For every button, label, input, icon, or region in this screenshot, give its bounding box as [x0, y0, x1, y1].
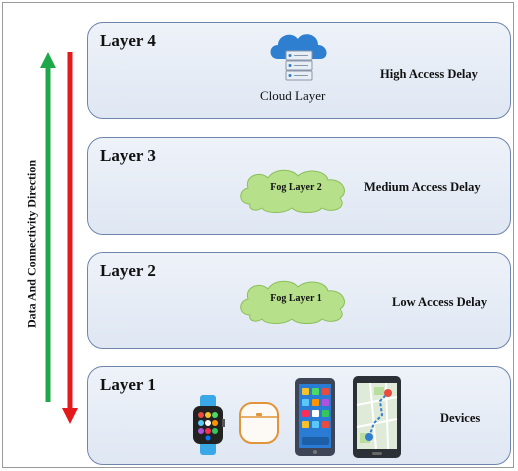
fog-layer-1-node: Fog Layer 1: [236, 277, 356, 325]
layer-3-panel: Layer 3 Fog Layer 2 Medium Access Delay: [87, 137, 511, 235]
layer-4-title: Layer 4: [100, 31, 156, 50]
up-arrow: [40, 52, 56, 402]
fog-cloud-icon: [240, 280, 345, 324]
down-arrow: [62, 52, 78, 424]
layer-4-panel: Layer 4 Cloud Layer High Access Delay: [87, 22, 511, 119]
cloud-server-icon: [270, 34, 327, 81]
diagram-frame: [2, 2, 514, 468]
fog-layer-1-label: Fog Layer 1: [270, 293, 322, 304]
layer-2-panel: Layer 2 Fog Layer 1 Low Access Delay: [87, 252, 511, 349]
fog-cloud-icon: [240, 169, 345, 213]
arrows-svg: [40, 52, 78, 424]
layer-1-title: Layer 1: [100, 375, 156, 394]
layer-3-delay: Medium Access Delay: [364, 180, 481, 194]
layer-1-delay: Devices: [440, 411, 481, 425]
fog-layer-2-node: Fog Layer 2: [236, 166, 356, 214]
direction-arrows: [20, 50, 80, 428]
tablet-icon: [295, 378, 335, 456]
layer-2-delay: Low Access Delay: [392, 295, 488, 309]
layer-1-panel: Layer 1: [87, 366, 511, 465]
axis-label: Data And Connectivity Direction: [24, 159, 39, 329]
layer-4-delay: High Access Delay: [380, 67, 478, 81]
smartphone-map-icon: [353, 376, 401, 458]
layer-2-title: Layer 2: [100, 261, 156, 280]
fog-layer-2-label: Fog Layer 2: [270, 182, 322, 193]
cloud-layer-label: Cloud Layer: [260, 88, 326, 103]
earbuds-case-icon: [239, 402, 279, 444]
smartwatch-icon: [193, 395, 225, 455]
layer-3-title: Layer 3: [100, 146, 156, 165]
